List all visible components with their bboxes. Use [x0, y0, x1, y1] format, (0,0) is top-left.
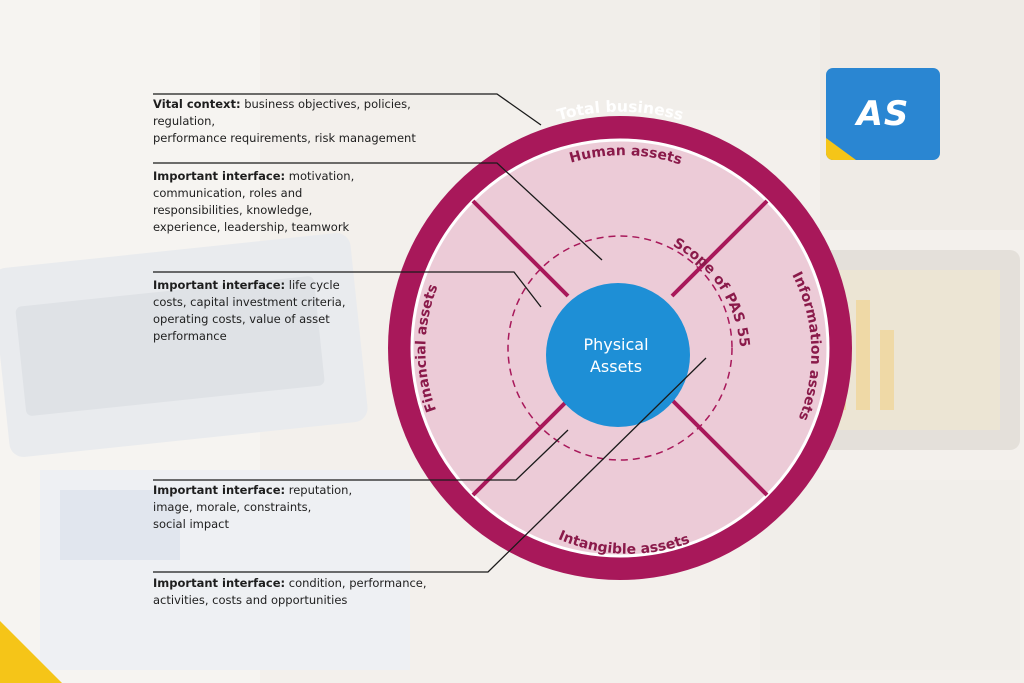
annotation-line: motivation,: [285, 169, 355, 183]
annotation-line: operating costs, value of asset: [153, 312, 330, 326]
logo-accent-shape: [826, 138, 856, 160]
brand-logo: AS: [826, 68, 940, 160]
leader-lines: [153, 93, 707, 573]
annotation-line: activities, costs and opportunities: [153, 593, 348, 607]
annotation-line: condition, performance,: [285, 576, 427, 590]
annotation-line: image, morale, constraints,: [153, 500, 312, 514]
annotation-line: performance: [153, 329, 227, 343]
center-label-line2: Assets: [590, 357, 642, 376]
annotation-line: communication, roles and: [153, 186, 303, 200]
annotation-financial-interface: Important interface: life cycle costs, c…: [153, 277, 443, 345]
annotation-bold: Important interface:: [153, 483, 286, 497]
annotation-vital-context: Vital context: business objectives, poli…: [153, 96, 443, 147]
annotation-bold: Vital context:: [153, 97, 241, 111]
physical-assets-circle: [546, 283, 690, 427]
annotation-human-interface: Important interface: motivation, communi…: [153, 168, 443, 236]
center-label-line1: Physical: [583, 335, 648, 354]
sector-dividers: [471, 199, 769, 497]
annotation-line: performance requirements, risk managemen…: [153, 131, 416, 145]
annotation-line: business objectives, policies, regulatio…: [153, 97, 411, 128]
annotation-line: costs, capital investment criteria,: [153, 295, 346, 309]
annotation-line: life cycle: [285, 278, 340, 292]
annotation-physical-interface: Important interface: condition, performa…: [153, 575, 443, 609]
annotation-line: experience, leadership, teamwork: [153, 220, 350, 234]
corner-accent-shape: [0, 621, 62, 683]
annotation-intangible-interface: Important interface: reputation, image, …: [153, 482, 443, 533]
scope-circle: [507, 235, 733, 461]
annotation-bold: Important interface:: [153, 278, 286, 292]
annotation-line: social impact: [153, 517, 230, 531]
annotation-bold: Important interface:: [153, 576, 286, 590]
annotation-line: reputation,: [285, 483, 353, 497]
logo-text: AS: [856, 94, 910, 134]
annotation-bold: Important interface:: [153, 169, 286, 183]
annotation-line: responsibilities, knowledge,: [153, 203, 313, 217]
